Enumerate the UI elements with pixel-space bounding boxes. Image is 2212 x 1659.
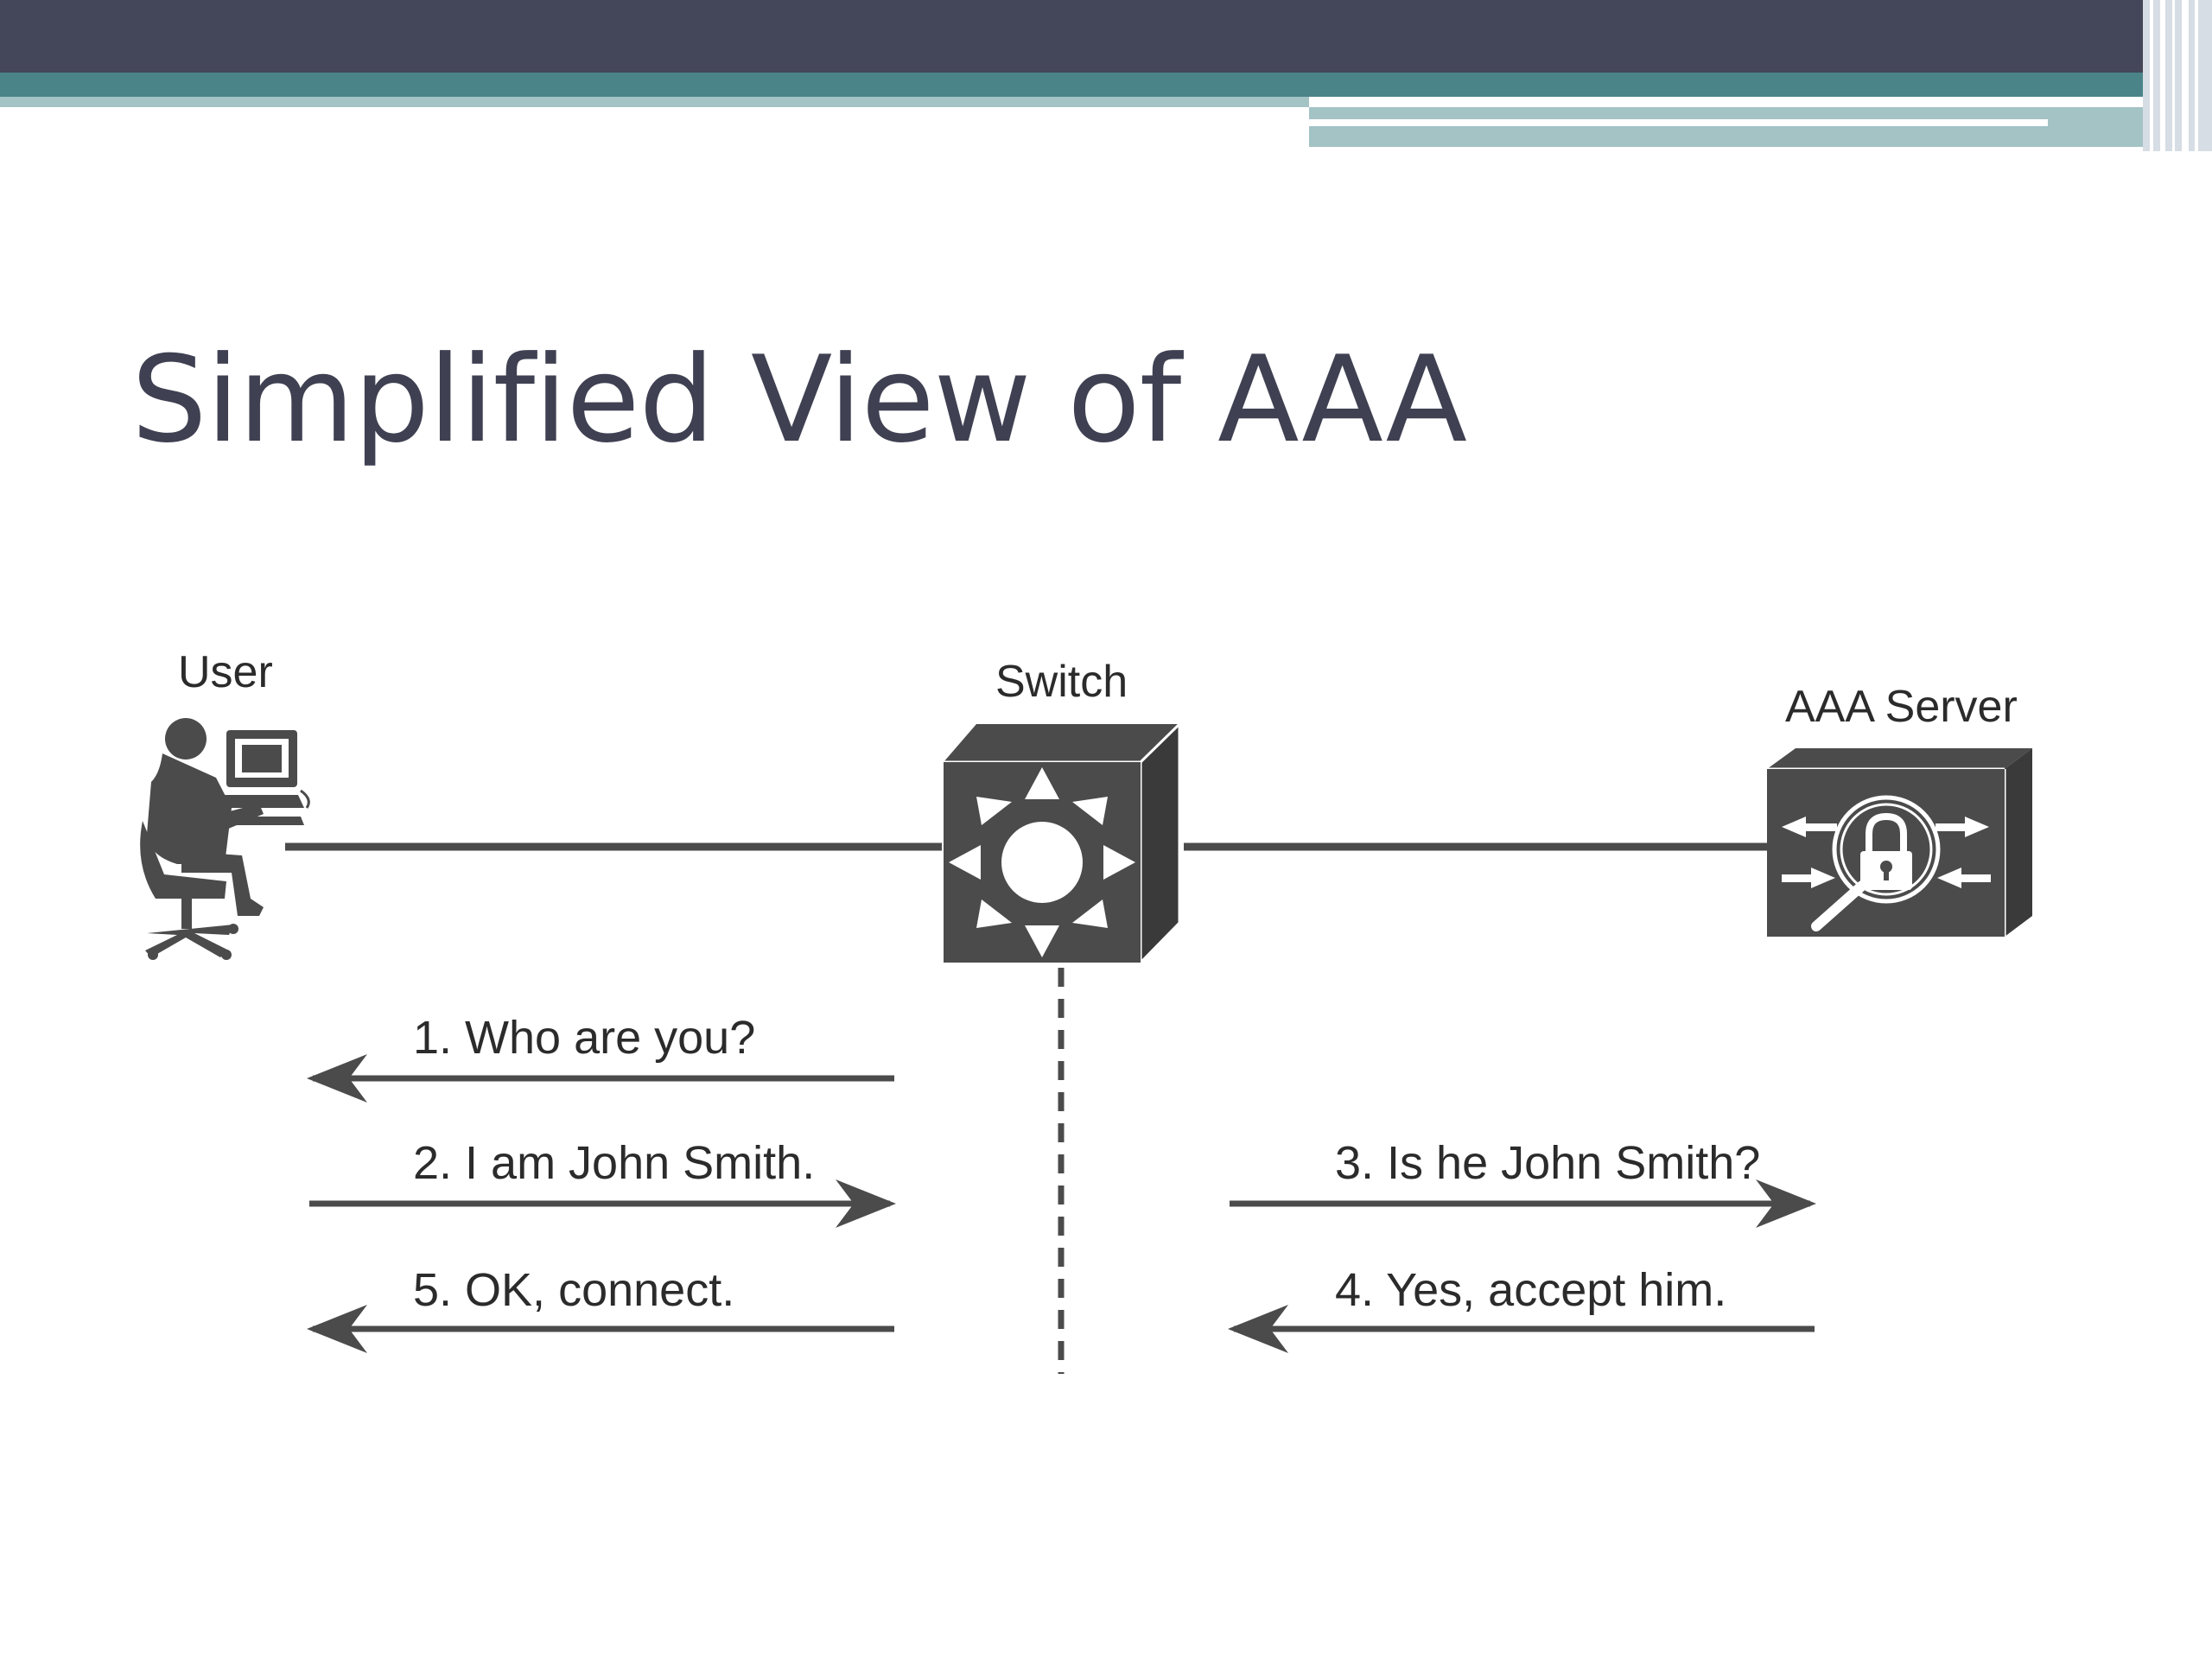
header-white-stripe xyxy=(1309,119,2048,126)
slide-header-bar xyxy=(0,0,2212,151)
multilayer-switch-icon xyxy=(944,721,1181,966)
user-label: User xyxy=(178,647,273,697)
aaa-server-lock-icon xyxy=(1767,748,2032,937)
switch-label: Switch xyxy=(995,657,1128,707)
slide-title: Simplified View of AAA xyxy=(131,330,1467,469)
header-light-band-right xyxy=(1309,107,2212,147)
header-teal-band xyxy=(0,73,2212,97)
message-3-label: 3. Is he John Smith? xyxy=(1335,1137,1761,1189)
user-at-computer-icon xyxy=(140,718,310,960)
message-4-label: 4. Yes, accept him. xyxy=(1335,1264,1727,1316)
header-dark-band xyxy=(0,0,2212,73)
aaa-server-label: AAA Server xyxy=(1785,682,2018,732)
message-1-label: 1. Who are you? xyxy=(413,1012,756,1064)
header-light-band-left xyxy=(0,97,1309,107)
message-5-label: 5. OK, connect. xyxy=(413,1264,735,1316)
message-2-label: 2. I am John Smith. xyxy=(413,1137,816,1189)
